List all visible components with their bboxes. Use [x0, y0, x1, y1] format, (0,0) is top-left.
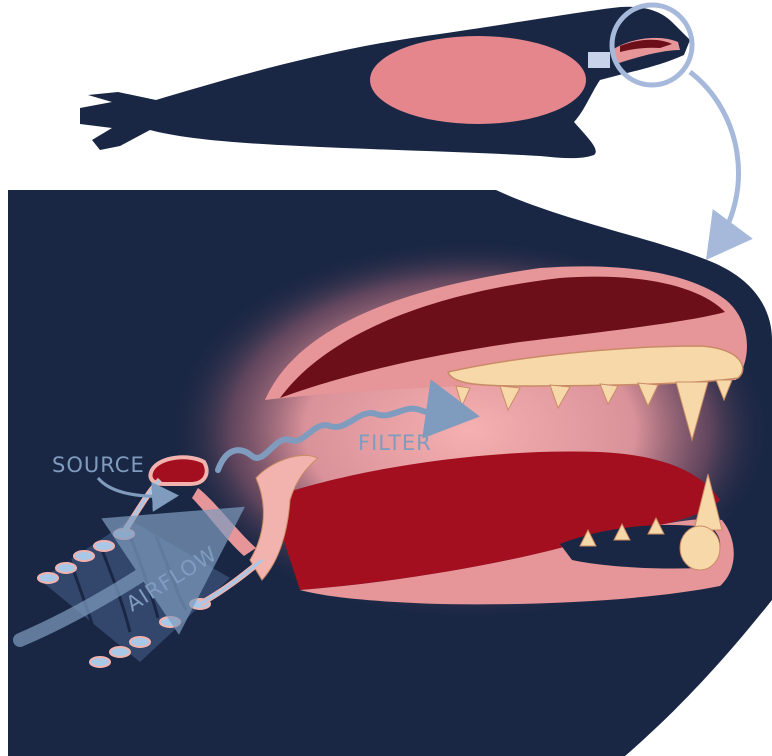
- zoom-callout-arrow: [690, 72, 739, 252]
- seal-lung: [370, 36, 586, 124]
- seal-trachea-small: [588, 52, 610, 68]
- seal-silhouette: [80, 7, 690, 158]
- lower-jaw-bone: [680, 526, 720, 570]
- filter-label: FILTER: [358, 431, 432, 455]
- source-label: SOURCE: [52, 453, 145, 477]
